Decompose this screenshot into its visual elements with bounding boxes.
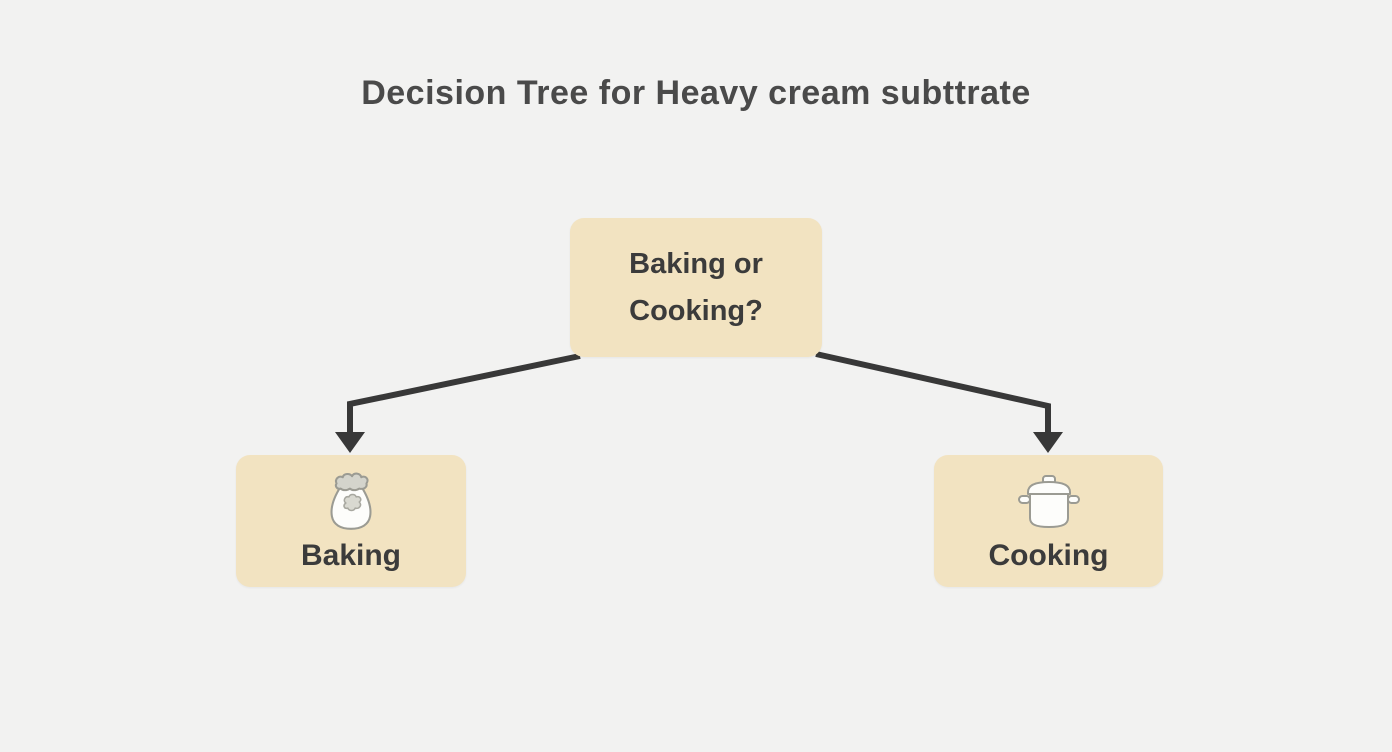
node-baking: Baking xyxy=(236,455,466,587)
node-cooking: Cooking xyxy=(934,455,1163,587)
diagram-title: Decision Tree for Heavy cream subttrate xyxy=(361,74,1031,112)
node-cooking-label: Cooking xyxy=(988,539,1109,572)
cooking-pot-icon xyxy=(1014,469,1084,535)
node-root-question: Baking or Cooking? xyxy=(570,218,822,357)
node-root-label: Baking or Cooking? xyxy=(629,248,763,327)
edge-root-to-baking xyxy=(335,353,581,453)
arrowhead-down-icon xyxy=(335,432,365,453)
flour-bag-icon xyxy=(318,469,384,535)
node-baking-label: Baking xyxy=(300,539,402,572)
edge-root-to-cooking xyxy=(815,351,1063,453)
arrowhead-down-icon xyxy=(1033,432,1063,453)
